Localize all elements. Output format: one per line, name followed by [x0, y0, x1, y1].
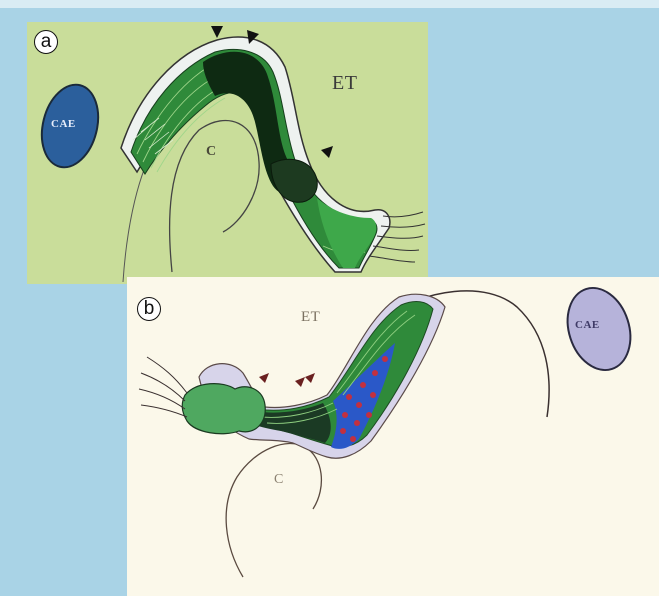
- et-label-b: ET: [301, 309, 320, 326]
- nerve-fibers-b: [139, 357, 187, 417]
- green-blob-b: [182, 384, 265, 434]
- cae-label-a: CAE: [51, 118, 76, 130]
- arrowheads-b: [259, 373, 315, 387]
- panel-a: a CAE ET C: [27, 22, 428, 284]
- panel-b: b CAE ET C: [127, 277, 659, 596]
- cochlea-outline-b: [226, 444, 321, 577]
- panel-a-diagram: [27, 22, 428, 284]
- top-strip: [0, 0, 659, 8]
- cae-label-b: CAE: [575, 319, 600, 331]
- et-label-a: ET: [332, 72, 357, 95]
- c-label-a: C: [206, 144, 217, 160]
- panel-b-letter: b: [137, 297, 161, 321]
- panel-a-letter: a: [34, 30, 58, 54]
- c-label-b: C: [274, 472, 284, 488]
